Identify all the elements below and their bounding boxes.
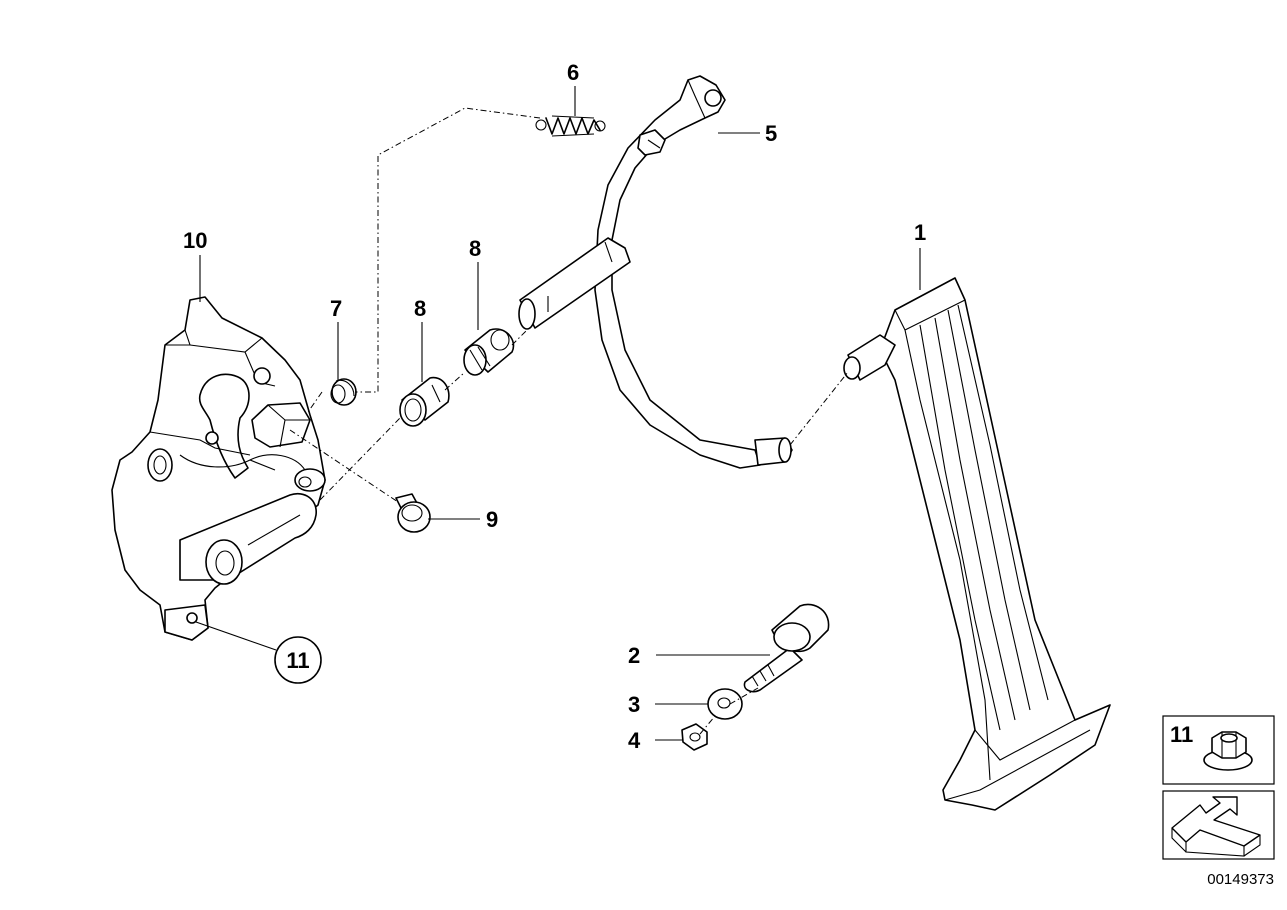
callout-8b: 8 <box>469 236 481 261</box>
reference-number: 00149373 <box>1207 871 1274 888</box>
pedal-bracket-housing[interactable] <box>111 296 326 641</box>
callout-labels: 1 2 3 4 5 6 7 8 8 9 10 11 <box>183 60 926 753</box>
callout-6: 6 <box>567 60 579 85</box>
direction-arrow-icon <box>1171 796 1261 857</box>
small-bushing[interactable] <box>330 378 357 406</box>
callout-11-circle <box>274 636 322 684</box>
hex-bolt[interactable] <box>743 603 830 693</box>
callout-7: 7 <box>330 296 342 321</box>
callout-2: 2 <box>628 643 640 668</box>
callout-3: 3 <box>628 692 640 717</box>
assembly-lines <box>289 107 849 735</box>
pedal-bushing-right[interactable] <box>463 328 515 376</box>
callout-4: 4 <box>628 728 641 753</box>
callout-9: 9 <box>486 507 498 532</box>
pedal-bushing-left[interactable] <box>399 376 450 427</box>
callout-11: 11 <box>286 648 309 673</box>
washer[interactable] <box>707 688 743 720</box>
pedal-pad[interactable] <box>843 277 1111 811</box>
legend-panel: 11 00149373 <box>1162 715 1275 888</box>
callout-8a: 8 <box>414 296 426 321</box>
callout-1: 1 <box>914 220 926 245</box>
return-spring[interactable] <box>535 115 606 137</box>
legend-nut-label: 11 <box>1170 722 1193 747</box>
callout-5: 5 <box>765 121 777 146</box>
callout-10: 10 <box>183 228 207 253</box>
pedal-arm[interactable] <box>518 75 793 469</box>
leader-lines <box>195 86 921 741</box>
push-clip[interactable] <box>395 493 431 533</box>
hex-flange-nut-icon <box>1203 731 1253 771</box>
hex-nut[interactable] <box>681 723 708 751</box>
